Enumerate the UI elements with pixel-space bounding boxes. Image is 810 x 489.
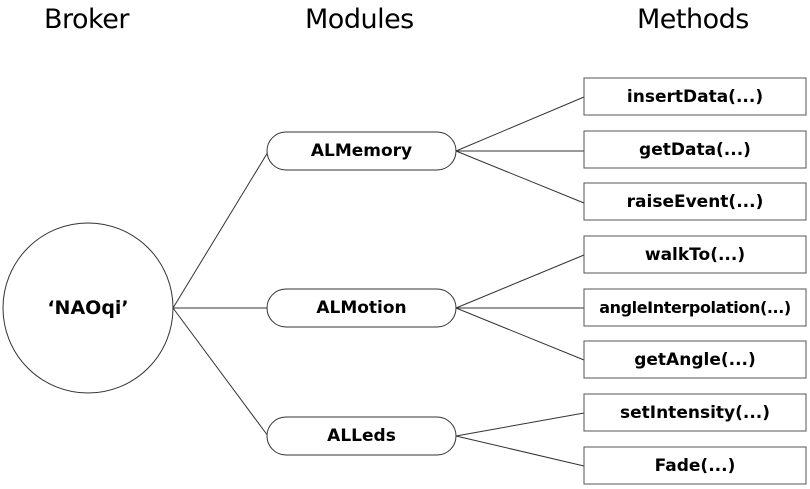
method-box-getdata	[583, 130, 807, 169]
method-box-angleinterpolation	[583, 288, 807, 327]
edge-broker-almemory	[172, 151, 269, 309]
method-label-setintensity: setIntensity(...)	[619, 402, 771, 423]
module-label-almotion: ALMotion	[316, 298, 407, 318]
edge-almotion-getangle	[455, 307, 585, 361]
edge-alleds-setintensity	[455, 412, 585, 437]
method-box-walkto	[583, 235, 807, 274]
edge-almotion-walkto	[455, 254, 585, 309]
method-box-fade	[583, 446, 807, 485]
edge-almemory-raiseevent	[455, 150, 585, 204]
method-box-setintensity	[583, 393, 807, 432]
method-label-angleinterpolation: angleInterpolation(...)	[599, 298, 791, 317]
method-box-raiseevent	[583, 182, 807, 221]
method-label-getdata: getData(...)	[639, 139, 751, 160]
method-label-walkto: walkTo(...)	[644, 244, 746, 265]
broker-label: ‘NAOqi’	[47, 297, 129, 319]
module-label-almemory: ALMemory	[310, 141, 413, 161]
header-broker: Broker	[44, 4, 129, 35]
header-modules: Modules	[305, 4, 414, 35]
method-label-insertdata: insertData(...)	[626, 86, 764, 107]
method-label-fade: Fade(...)	[654, 455, 736, 476]
header-methods: Methods	[637, 4, 749, 35]
method-box-insertdata	[583, 77, 807, 116]
method-label-getangle: getAngle(...)	[634, 349, 756, 370]
edge-broker-alleds	[172, 307, 269, 437]
method-box-getangle	[583, 340, 807, 379]
edge-almemory-insertdata	[455, 96, 585, 152]
edge-alleds-fade	[455, 435, 585, 467]
method-label-raiseevent: raiseEvent(...)	[626, 191, 764, 212]
module-label-alleds: ALLeds	[327, 426, 396, 446]
